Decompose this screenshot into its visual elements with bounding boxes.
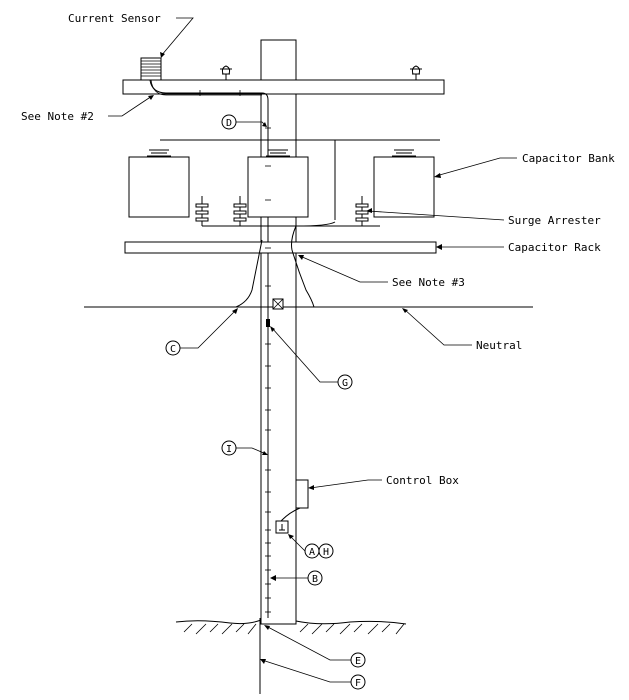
svg-text:F: F xyxy=(355,678,361,689)
capacitor-unit-center xyxy=(247,149,309,218)
control-box xyxy=(295,479,309,509)
surge-arrester-icon xyxy=(355,196,369,226)
svg-text:E: E xyxy=(355,656,361,667)
capacitor-unit-left xyxy=(128,149,190,218)
cable-staples xyxy=(265,127,271,613)
bracket-g xyxy=(266,319,270,327)
label-capacitor-rack: Capacitor Rack xyxy=(508,241,601,254)
svg-text:C: C xyxy=(170,344,176,355)
ground-lead xyxy=(235,239,263,308)
current-sensor-icon xyxy=(140,57,162,81)
label-see-note-3: See Note #3 xyxy=(392,276,465,289)
surge-arrester-icon xyxy=(233,196,247,226)
top-crossarm xyxy=(122,79,445,95)
callout-e: E xyxy=(264,625,366,668)
ground-surface xyxy=(175,619,407,635)
svg-text:D: D xyxy=(226,118,232,129)
ground-terminal-icon xyxy=(275,520,289,534)
callout-g: G xyxy=(270,326,353,390)
callout-a: A xyxy=(304,543,320,559)
callout-i: I xyxy=(221,440,268,456)
callout-d: D xyxy=(221,114,267,130)
capacitor-rack xyxy=(124,241,437,254)
capacitor-unit-right xyxy=(373,149,435,218)
callout-b: B xyxy=(270,570,323,586)
label-control-box: Control Box xyxy=(386,474,459,487)
callout-f: F xyxy=(260,659,366,690)
insulator-icon xyxy=(410,65,422,80)
label-surge-arrester: Surge Arrester xyxy=(508,214,601,227)
label-capacitor-bank: Capacitor Bank xyxy=(522,152,615,165)
label-current-sensor: Current Sensor xyxy=(68,12,161,25)
callout-h: H xyxy=(318,543,334,559)
callout-c: C xyxy=(165,308,238,356)
svg-text:H: H xyxy=(323,547,329,558)
svg-text:A: A xyxy=(309,547,315,558)
insulator-icon xyxy=(220,65,232,80)
neutral-lead xyxy=(291,225,315,308)
svg-text:I: I xyxy=(226,444,232,455)
svg-text:B: B xyxy=(312,574,318,585)
junction-box-icon xyxy=(272,298,284,310)
label-see-note-2: See Note #2 xyxy=(21,110,94,123)
surge-arrester-icon xyxy=(195,196,209,226)
svg-text:G: G xyxy=(342,378,348,389)
sensor-cable-inner xyxy=(150,79,262,96)
label-neutral: Neutral xyxy=(476,339,522,352)
